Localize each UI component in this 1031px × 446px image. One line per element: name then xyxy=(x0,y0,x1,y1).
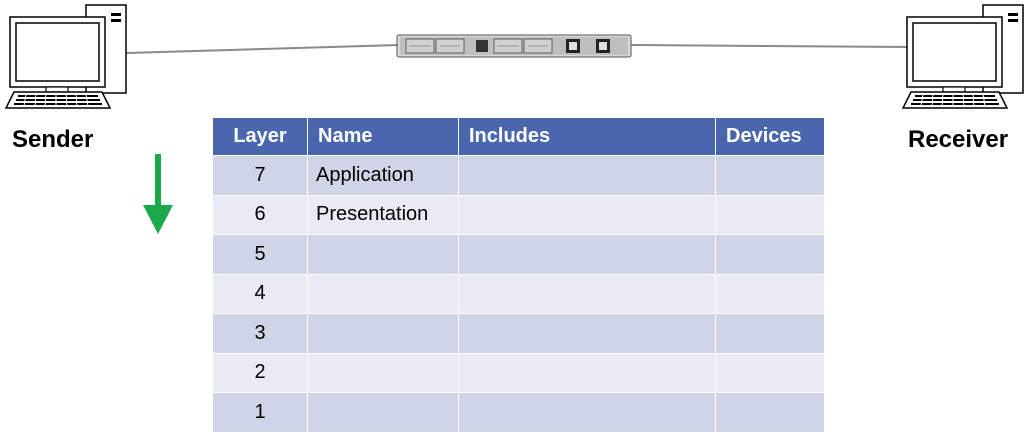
cable-sender-to-switch xyxy=(125,44,400,54)
layer-devices xyxy=(715,155,825,196)
layer-name xyxy=(307,313,459,354)
table-row: 1 xyxy=(212,392,825,433)
arrow-down-icon xyxy=(143,154,173,234)
layer-includes xyxy=(458,392,716,433)
table-row: 2 xyxy=(212,352,825,393)
table-row: 6 Presentation xyxy=(212,194,825,235)
layer-includes xyxy=(458,194,716,235)
layer-number: 1 xyxy=(212,392,308,433)
header-name: Name xyxy=(307,117,459,156)
cable-switch-to-receiver xyxy=(629,44,911,48)
layer-number: 7 xyxy=(212,155,308,196)
layer-includes xyxy=(458,273,716,314)
layer-name xyxy=(307,273,459,314)
receiver-computer-icon xyxy=(901,4,1024,109)
table-row: 7 Application xyxy=(212,155,825,196)
layer-number: 6 xyxy=(212,194,308,235)
layer-number: 4 xyxy=(212,273,308,314)
header-devices: Devices xyxy=(715,117,825,156)
layer-devices xyxy=(715,234,825,275)
table-header-row: Layer Name Includes Devices xyxy=(212,117,825,156)
layer-devices xyxy=(715,392,825,433)
layer-name xyxy=(307,352,459,393)
layer-devices xyxy=(715,194,825,235)
layer-devices xyxy=(715,352,825,393)
layer-includes xyxy=(458,155,716,196)
header-layer: Layer xyxy=(212,117,308,156)
sender-computer-icon xyxy=(4,4,127,109)
table-row: 5 xyxy=(212,234,825,275)
network-switch-icon xyxy=(396,34,632,58)
layer-number: 3 xyxy=(212,313,308,354)
layer-includes xyxy=(458,234,716,275)
layer-name: Presentation xyxy=(307,194,459,235)
sender-label: Sender xyxy=(12,126,94,153)
layer-includes xyxy=(458,352,716,393)
header-includes: Includes xyxy=(458,117,716,156)
layer-number: 2 xyxy=(212,352,308,393)
table-row: 4 xyxy=(212,273,825,314)
receiver-label: Receiver xyxy=(908,126,1009,153)
layer-includes xyxy=(458,313,716,354)
layer-devices xyxy=(715,273,825,314)
table-row: 3 xyxy=(212,313,825,354)
layer-name xyxy=(307,234,459,275)
osi-layer-table: Layer Name Includes Devices 7 Applicatio… xyxy=(212,117,825,433)
layer-name xyxy=(307,392,459,433)
layer-devices xyxy=(715,313,825,354)
layer-number: 5 xyxy=(212,234,308,275)
layer-name: Application xyxy=(307,155,459,196)
